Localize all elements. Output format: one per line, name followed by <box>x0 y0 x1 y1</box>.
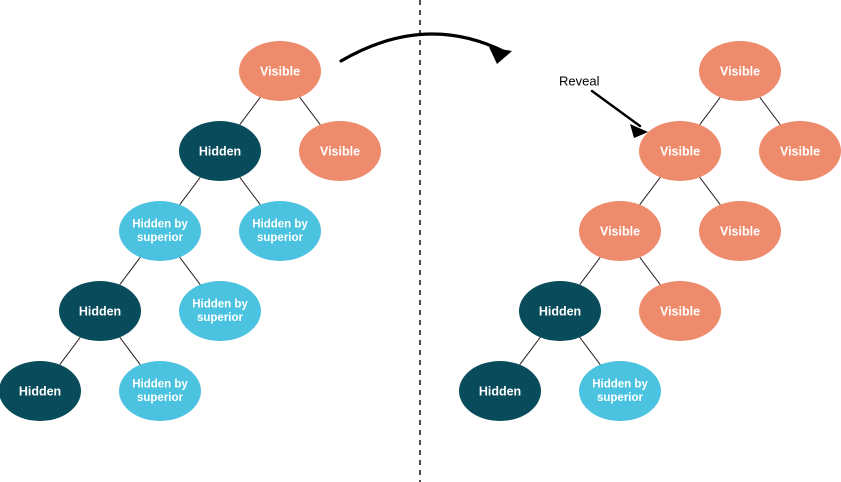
tree-node-visible[interactable]: Visible <box>639 281 721 341</box>
tree-edge <box>639 177 661 205</box>
tree-edge <box>119 257 141 285</box>
node-shape <box>699 201 781 261</box>
curved-transform-arrow-icon <box>339 32 507 63</box>
tree-node-hidden[interactable]: Hidden <box>59 281 141 341</box>
tree-edge <box>299 97 321 125</box>
tree-edge <box>699 177 721 205</box>
tree-edge <box>239 97 261 125</box>
tree-node-hidden[interactable]: Hidden <box>519 281 601 341</box>
tree-edge <box>519 337 541 365</box>
tree-edge <box>759 97 781 125</box>
transform-arrow <box>339 32 512 64</box>
node-shape <box>179 121 261 181</box>
reveal-arrow-icon <box>590 89 642 128</box>
node-shape <box>579 361 661 421</box>
tree-edge <box>179 177 201 205</box>
tree-edge <box>59 337 81 365</box>
tree-node-visible[interactable]: Visible <box>299 121 381 181</box>
right-tree-edges <box>519 97 781 365</box>
tree-node-hidden[interactable]: Hidden <box>459 361 541 421</box>
node-shape <box>239 201 321 261</box>
tree-node-visible[interactable]: Visible <box>639 121 721 181</box>
tree-node-visible[interactable]: Visible <box>699 201 781 261</box>
node-shape <box>759 121 841 181</box>
node-shape <box>59 281 141 341</box>
tree-edge <box>639 257 661 285</box>
tree-node-visible[interactable]: Visible <box>699 41 781 101</box>
node-shape <box>639 281 721 341</box>
node-shape <box>179 281 261 341</box>
reveal-annotation: Reveal <box>559 73 648 138</box>
node-shape <box>459 361 541 421</box>
node-shape <box>119 361 201 421</box>
tree-node-visible[interactable]: Visible <box>759 121 841 181</box>
tree-edge <box>119 337 141 365</box>
tree-edge <box>699 97 721 125</box>
tree-edge <box>579 337 601 365</box>
curved-transform-arrowhead-icon <box>489 47 512 64</box>
tree-edge <box>579 257 601 285</box>
reveal-arrowhead-icon <box>630 124 648 138</box>
tree-node-visible[interactable]: Visible <box>579 201 661 261</box>
node-shape <box>239 41 321 101</box>
tree-edge <box>239 177 261 205</box>
tree-node-hidden[interactable]: Hidden <box>0 361 81 421</box>
node-shape <box>579 201 661 261</box>
left-tree-edges <box>59 97 321 365</box>
node-shape <box>519 281 601 341</box>
tree-node-visible[interactable]: Visible <box>239 41 321 101</box>
node-shape <box>299 121 381 181</box>
node-shape <box>119 201 201 261</box>
tree-node-hidden[interactable]: Hidden <box>179 121 261 181</box>
node-shape <box>699 41 781 101</box>
reveal-label: Reveal <box>559 73 600 88</box>
tree-edge <box>179 257 201 285</box>
node-shape <box>0 361 81 421</box>
node-shape <box>639 121 721 181</box>
